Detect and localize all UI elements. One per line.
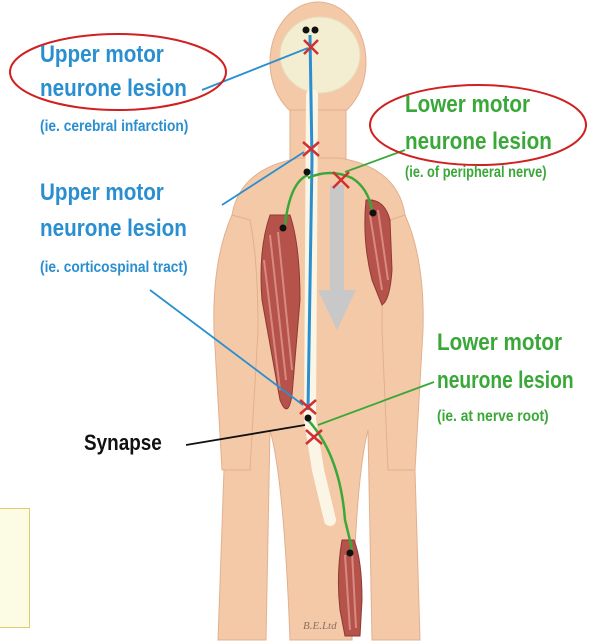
lmn-root-title-2: neurone lesion bbox=[437, 366, 574, 396]
umn-brain-title-2: neurone lesion bbox=[40, 74, 187, 104]
credit-text: B.E.Ltd bbox=[303, 620, 337, 632]
umn-brain-detail: (ie. cerebral infarction) bbox=[40, 117, 188, 137]
umn-brain-title-1: Upper motor bbox=[40, 40, 164, 70]
lmn-peripheral-title-2: neurone lesion bbox=[405, 127, 552, 157]
lmn-root-detail: (ie. at nerve root) bbox=[437, 407, 549, 427]
synapse-label: Synapse bbox=[84, 430, 162, 456]
umn-tract-title-2: neurone lesion bbox=[40, 214, 187, 244]
umn-tract-title-1: Upper motor bbox=[40, 178, 164, 208]
lmn-peripheral-title-1: Lower motor bbox=[405, 90, 530, 120]
umn-tract-detail: (ie. corticospinal tract) bbox=[40, 258, 188, 278]
lmn-root-title-1: Lower motor bbox=[437, 328, 562, 358]
lmn-peripheral-detail: (ie. of peripheral nerve) bbox=[405, 163, 547, 183]
